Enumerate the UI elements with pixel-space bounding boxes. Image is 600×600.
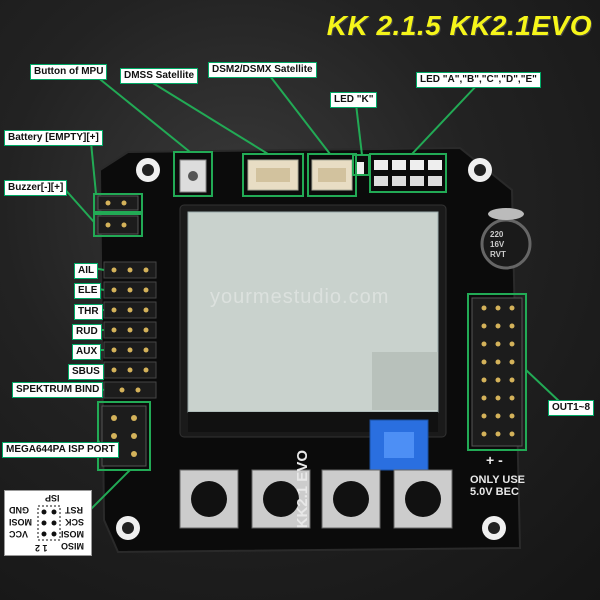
mpu-button	[179, 159, 207, 193]
label-buzzer: Buzzer[-][+]	[4, 180, 68, 196]
buzzer-header	[97, 215, 139, 235]
product-title: KK 2.1.5 KK2.1EVO	[326, 10, 592, 41]
label-isp-port: MEGA644PA ISP PORT	[2, 442, 119, 458]
label-battery: Battery [EMPTY][+]	[4, 130, 103, 146]
label-ail: AIL	[74, 263, 99, 279]
led-row	[356, 160, 442, 186]
label-sbus: SBUS	[68, 364, 104, 380]
polarity-text: + -	[486, 452, 503, 468]
isp-miso: MISO	[61, 541, 85, 551]
push-buttons	[179, 469, 453, 529]
isp-mosi-right: MOSI	[61, 529, 85, 539]
label-dsm2-satellite: DSM2/DSMX Satellite	[208, 62, 317, 78]
label-rud: RUD	[72, 324, 102, 340]
isp-pinout-diagram: ISP RST SCK MOSI GND MOSI VCC MISO 1 2	[4, 490, 92, 556]
input-pins	[111, 267, 149, 393]
battery-header	[97, 195, 139, 211]
callout-lines	[61, 75, 561, 511]
isp-mosi-left: MOSI	[9, 517, 33, 527]
isp-rst: RST	[65, 505, 83, 515]
callout-boxes	[93, 151, 527, 471]
cap-text-3: RVT	[490, 250, 506, 259]
cap-text-1: 220	[490, 230, 504, 239]
output-headers	[471, 297, 523, 447]
isp-pin-numbers: 1 2	[35, 543, 48, 553]
label-button-mpu: Button of MPU	[30, 64, 108, 80]
watermark-text: yourmestudio.com	[210, 286, 390, 308]
label-spektrum-bind: SPEKTRUM BIND	[12, 382, 104, 398]
label-ele: ELE	[74, 283, 102, 299]
isp-gnd: GND	[9, 505, 29, 515]
label-led-abcde: LED "A","B","C","D","E"	[416, 72, 541, 88]
label-dmss-satellite: DMSS Satellite	[120, 68, 199, 84]
label-thr: THR	[74, 304, 103, 320]
label-out: OUT1~8	[548, 400, 595, 416]
isp-vcc: VCC	[9, 529, 29, 539]
isp-title: ISP	[45, 493, 60, 503]
isp-sck: SCK	[65, 517, 85, 527]
label-led-k: LED "K"	[330, 92, 378, 108]
isp-pin-grid	[37, 505, 61, 541]
label-aux: AUX	[72, 344, 102, 360]
only-use-text: ONLY USE	[470, 474, 526, 486]
board-model: KK2.1 EVO	[294, 450, 311, 529]
bec-text: 5.0V BEC	[470, 486, 519, 498]
cap-text-2: 16V	[490, 240, 505, 249]
